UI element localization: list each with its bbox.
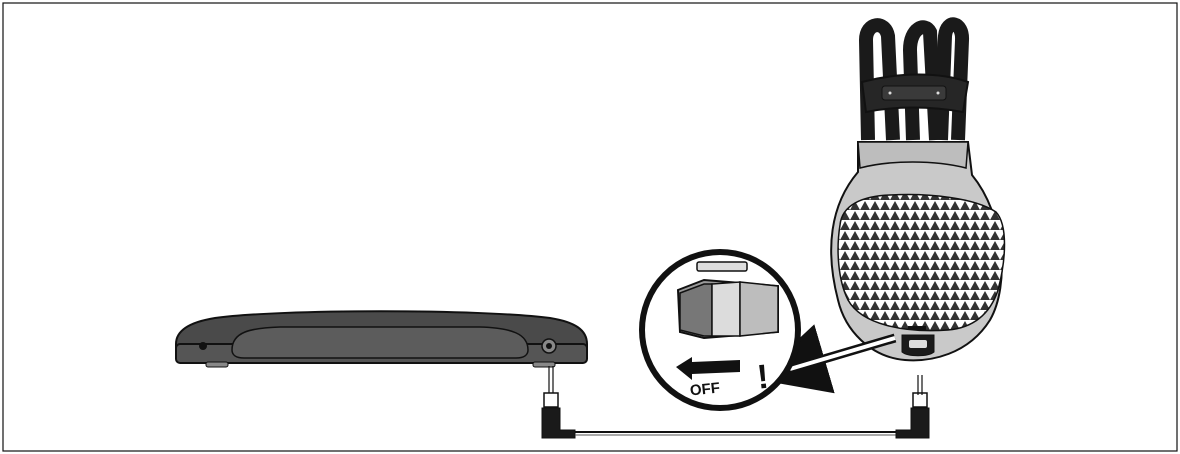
headphones [830,17,1006,362]
foot-right [532,361,556,368]
audio-cable [541,366,930,439]
audio-jack-icon [541,338,557,354]
foot-left [205,361,229,368]
transmitter [175,310,588,368]
headband [858,18,900,141]
power-switch-icon [676,278,779,340]
transmitter-panel [231,326,529,359]
ear-cup-yoke [857,141,969,169]
switch-callout: OFF ! [639,249,897,411]
off-label: OFF [689,379,721,399]
switch-indicator [696,261,748,272]
plug-left-icon [541,392,576,439]
switch-slot [908,326,926,330]
speaker-grille [837,193,1006,332]
off-arrow-icon [676,357,740,380]
power-led [199,342,207,350]
warning-mark: ! [755,358,770,397]
plug-right-icon [895,392,930,439]
